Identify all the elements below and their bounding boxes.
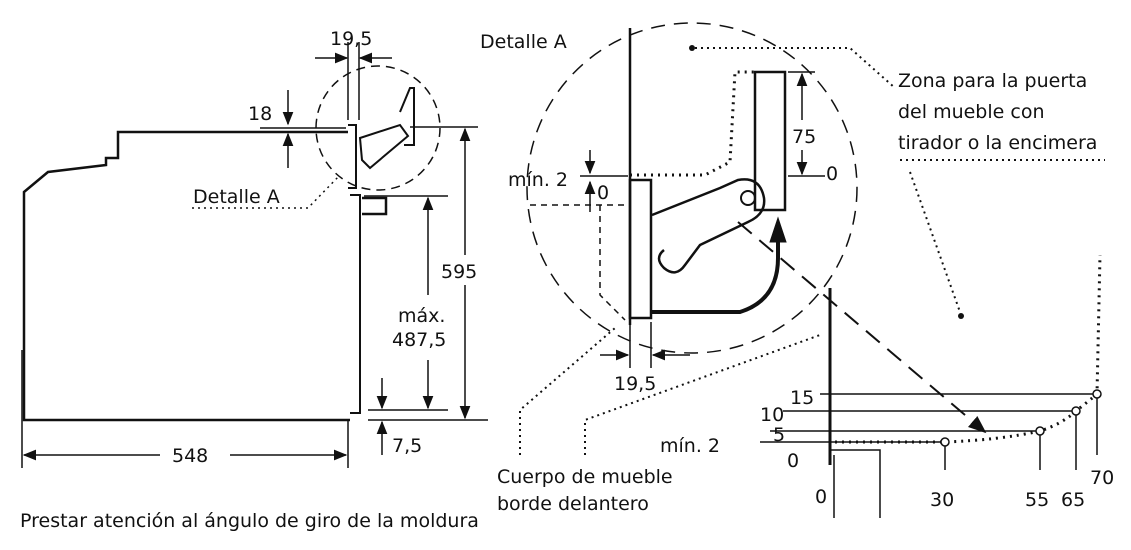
- leader-dot-top: [689, 45, 695, 51]
- detail-a-dimensions: [580, 71, 825, 368]
- label-detalle-a-top: Detalle A: [480, 31, 567, 53]
- oven-body-outline: [22, 130, 350, 422]
- label-548: 548: [172, 445, 208, 467]
- label-max: máx.: [398, 305, 445, 327]
- hinge-pivot: [740, 190, 756, 206]
- label-scale-min-2: mín. 2: [660, 435, 720, 457]
- label-487-5: 487,5: [392, 329, 446, 351]
- oven-front-detail: [628, 178, 653, 320]
- label-cuerpo-line1: Cuerpo de mueble: [497, 466, 673, 488]
- label-detalle-a-left: Detalle A: [193, 186, 280, 208]
- swing-arrow: [652, 240, 780, 314]
- label-7-5: 7,5: [392, 435, 422, 457]
- overview-dimensions: [21, 42, 488, 468]
- hinge-arm: [651, 178, 766, 274]
- label-scale-0-bottom: 0: [815, 486, 827, 508]
- label-zona-line3: tirador o la encimera: [898, 132, 1097, 154]
- oven-side-view: [22, 87, 415, 422]
- label-zero-75: 0: [826, 163, 838, 185]
- oven-door-handle: [362, 196, 388, 216]
- leader-lines: [519, 47, 1105, 455]
- detail-a-circle-large: [526, 22, 858, 354]
- label-scale-15: 15: [790, 387, 814, 409]
- label-scale-70: 70: [1090, 467, 1114, 489]
- label-19-5-top: 19,5: [330, 28, 372, 50]
- swing-curve: [835, 254, 1102, 444]
- label-scale-55: 55: [1025, 489, 1049, 511]
- label-18: 18: [248, 103, 272, 125]
- label-scale-30: 30: [930, 489, 954, 511]
- swing-direction-line: [737, 221, 987, 434]
- label-scale-10: 10: [760, 404, 784, 426]
- label-75: 75: [792, 126, 816, 148]
- caption: Prestar atención al ángulo de giro de la…: [20, 510, 479, 532]
- detalle-a-leader: [192, 174, 341, 209]
- label-min-2-detail: mín. 2: [508, 169, 568, 191]
- cabinet-door-detail: [753, 70, 787, 212]
- label-scale-0-left: 0: [787, 450, 799, 472]
- detail-a-dotted-zones: [530, 70, 755, 321]
- swing-arrow-head: [769, 216, 787, 243]
- oven-front-panel: [348, 124, 361, 414]
- label-19-5-bottom: 19,5: [614, 373, 656, 395]
- label-cuerpo-line2: borde delantero: [497, 493, 649, 515]
- leader-dot-zone: [958, 313, 964, 319]
- label-scale-65: 65: [1061, 489, 1085, 511]
- overview-hinge: [358, 87, 415, 170]
- label-scale-5: 5: [773, 424, 785, 446]
- label-zona-line2: del mueble con: [898, 101, 1045, 123]
- swing-scale: [737, 221, 1102, 518]
- swing-scale-points: [940, 389, 1102, 447]
- label-595: 595: [441, 261, 477, 283]
- label-zona-line1: Zona para la puerta: [898, 70, 1087, 92]
- detail-a-drawing: [628, 28, 787, 325]
- label-zero-detail: 0: [597, 182, 609, 204]
- detail-a-circle-small: [315, 65, 441, 191]
